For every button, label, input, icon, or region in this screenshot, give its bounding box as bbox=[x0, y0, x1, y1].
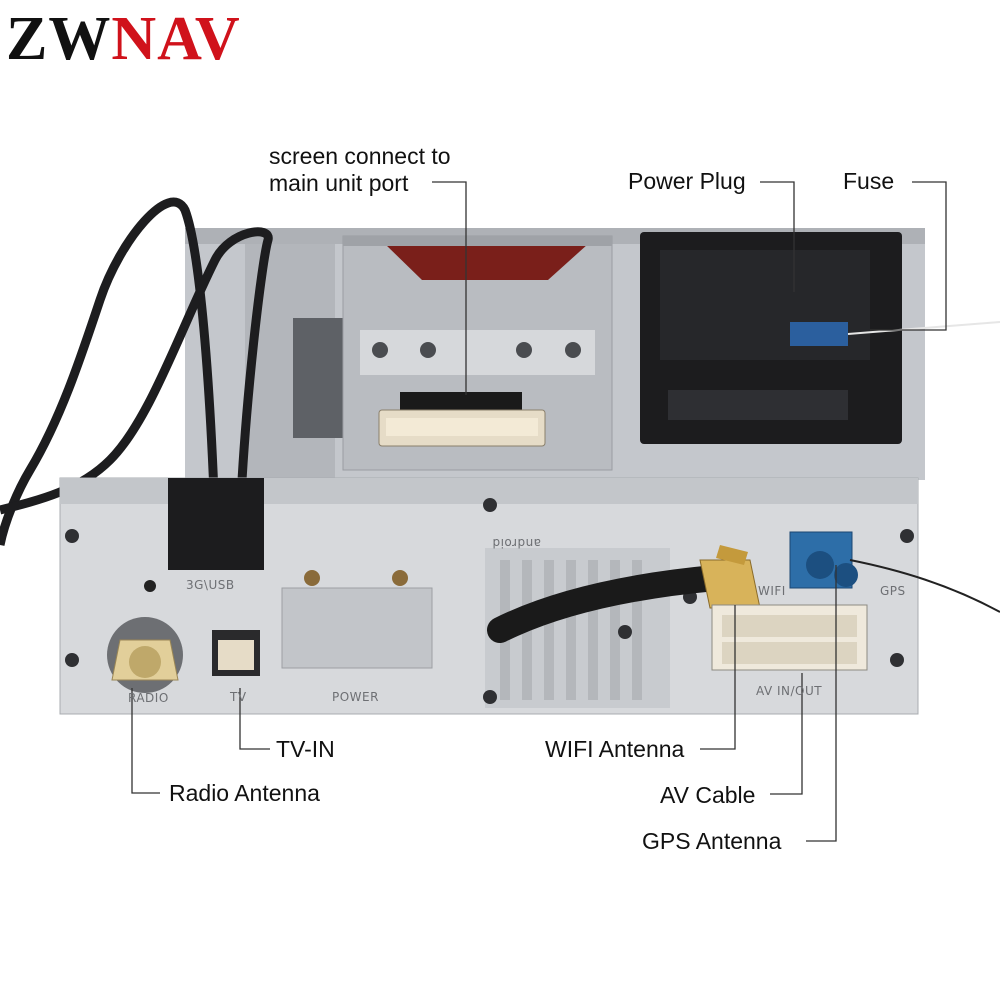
wifi-marking: WIFI bbox=[758, 584, 786, 598]
wifi-sma-connector bbox=[699, 559, 761, 609]
tv-in-leader bbox=[239, 688, 270, 750]
screw bbox=[420, 342, 436, 358]
panel-hole bbox=[144, 580, 156, 592]
tv-marking: TV bbox=[230, 690, 247, 704]
screw bbox=[392, 570, 408, 586]
screen-port-leader bbox=[432, 181, 467, 395]
callout-lines bbox=[131, 181, 947, 842]
callout-gps-antenna: GPS Antenna bbox=[642, 828, 782, 854]
callout-tv-in: TV-IN bbox=[276, 736, 335, 762]
android-marking: android bbox=[492, 536, 542, 550]
radio-jack-core bbox=[129, 646, 161, 678]
callout-av-cable: AV Cable bbox=[660, 782, 756, 808]
radio-antenna-leader bbox=[131, 688, 160, 794]
side-slot bbox=[293, 318, 345, 438]
bracket-cutout bbox=[385, 244, 588, 280]
av-pin-row bbox=[722, 642, 857, 664]
brand-logo-left: ZW bbox=[6, 4, 112, 73]
screen-port-pins bbox=[386, 418, 538, 436]
av-marking: AV IN/OUT bbox=[756, 684, 823, 698]
screw bbox=[565, 342, 581, 358]
screw bbox=[483, 498, 497, 512]
power-marking: POWER bbox=[332, 690, 379, 704]
ribbon-slot bbox=[400, 392, 522, 410]
power-pin-row bbox=[668, 390, 848, 420]
screw bbox=[890, 653, 904, 667]
cable-grommet bbox=[168, 478, 264, 570]
fuse-body bbox=[790, 322, 848, 346]
bracket-plate bbox=[360, 330, 595, 375]
gps-fakra-core bbox=[806, 551, 834, 579]
wifi-antenna-body bbox=[487, 565, 728, 643]
screw bbox=[483, 690, 497, 704]
screw bbox=[304, 570, 320, 586]
gps-antenna-leader bbox=[806, 565, 837, 842]
screw bbox=[516, 342, 532, 358]
fuse-leader bbox=[870, 181, 947, 331]
callout-fuse: Fuse bbox=[843, 168, 895, 194]
radio-marking: RADIO bbox=[128, 691, 169, 705]
screw bbox=[65, 653, 79, 667]
wifi-sma-nut bbox=[716, 545, 748, 565]
callout-screen-port: screen connect to main unit port bbox=[269, 143, 451, 196]
screw bbox=[618, 625, 632, 639]
gps-wire bbox=[849, 559, 1000, 613]
power-recess bbox=[281, 587, 433, 669]
screw bbox=[65, 529, 79, 543]
av-cable-leader bbox=[770, 673, 803, 795]
gps-fakra-core bbox=[834, 563, 858, 587]
fuse-wire bbox=[847, 321, 1000, 335]
power-plug-leader bbox=[760, 181, 795, 292]
brand-logo-right: NAV bbox=[111, 4, 241, 73]
callout-radio-antenna: Radio Antenna bbox=[169, 780, 320, 806]
bracket-lip bbox=[343, 236, 612, 246]
wifi-antenna-leader bbox=[700, 605, 736, 750]
usb-cable bbox=[0, 227, 273, 521]
usb-marking: 3G\USB bbox=[186, 578, 235, 592]
gps-marking: GPS bbox=[880, 584, 906, 598]
tv-connector-pins bbox=[218, 640, 254, 670]
callout-power-plug: Power Plug bbox=[628, 168, 746, 194]
screw bbox=[900, 529, 914, 543]
screw bbox=[372, 342, 388, 358]
callout-wifi-antenna: WIFI Antenna bbox=[545, 736, 685, 762]
av-pin-row bbox=[722, 615, 857, 637]
usb-cable bbox=[0, 197, 220, 546]
